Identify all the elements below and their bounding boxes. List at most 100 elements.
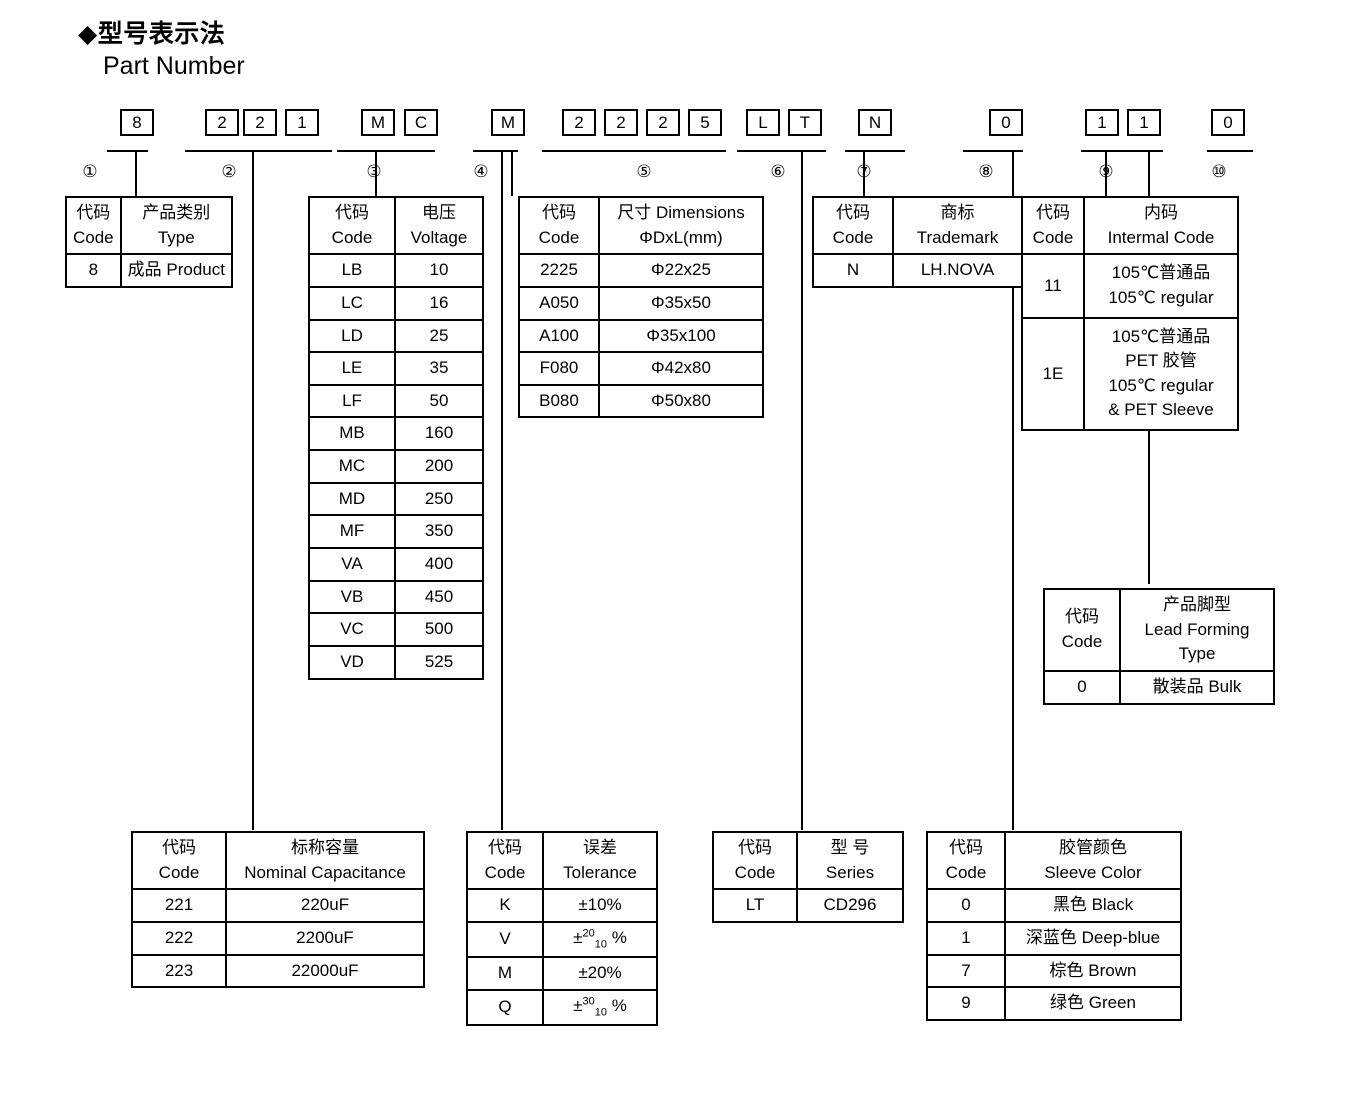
- code-char-box: 2: [243, 109, 277, 136]
- cell-value: 35: [394, 351, 484, 386]
- cell-code: VA: [308, 547, 396, 582]
- cell-code: K: [466, 888, 544, 923]
- code-char-box: T: [788, 109, 822, 136]
- table-header-row: 代码 Code 误差 Tolerance: [466, 830, 658, 891]
- cell-code: LB: [308, 253, 396, 288]
- cell-value: 25: [394, 318, 484, 354]
- table-tolerance: 代码 Code 误差 Tolerance K ±10% V ±2010 % M: [466, 830, 658, 1027]
- header-code: 代码 Code: [308, 195, 396, 256]
- code-char-box: 8: [120, 109, 154, 136]
- group-marker-8: ⑧: [978, 161, 994, 181]
- cell-code: 2225: [518, 253, 600, 288]
- code-char-box: 2: [604, 109, 638, 136]
- page-title-cn: ◆型号表示法: [78, 20, 226, 48]
- cell-code: V: [466, 920, 544, 959]
- group-bar-4: [473, 150, 518, 152]
- group-bar-8: [963, 150, 1023, 152]
- cell-code: Q: [466, 988, 544, 1027]
- cell-code: MC: [308, 449, 396, 484]
- page-title-en: Part Number: [103, 52, 245, 80]
- cell-value: Φ22x25: [598, 253, 764, 288]
- cell-code: 221: [131, 888, 227, 923]
- leader-line-2: [252, 152, 254, 830]
- table-row: V ±2010 %: [466, 920, 658, 959]
- table-series: 代码 Code 型 号 Series LT CD296: [712, 830, 904, 923]
- group-marker-2: ②: [221, 161, 237, 181]
- cell-code: N: [812, 253, 894, 288]
- cell-value: 16: [394, 285, 484, 321]
- table-trademark: 代码 Code 商标 Trademark N LH.NOVA: [812, 195, 1023, 288]
- table-header-row: 代码 Code 内码 Intermal Code: [1021, 195, 1239, 256]
- header-code: 代码 Code: [1043, 588, 1121, 672]
- cell-value: ±10%: [542, 888, 658, 923]
- cell-code: 9: [926, 986, 1006, 1021]
- leader-line-1: [135, 152, 137, 196]
- cell-code: MB: [308, 416, 396, 452]
- cell-value: 250: [394, 481, 484, 517]
- group-bar-1: [107, 150, 148, 152]
- table-row: 0 散装品 Bulk: [1043, 669, 1275, 705]
- cell-value: ±20%: [542, 956, 658, 991]
- header-code: 代码 Code: [812, 195, 894, 256]
- cell-code: M: [466, 956, 544, 991]
- cell-value: 500: [394, 612, 484, 647]
- cell-code: 223: [131, 953, 227, 989]
- code-char-box: 2: [646, 109, 680, 136]
- table-row: LT CD296: [712, 888, 904, 923]
- table-header-row: 代码 Code 商标 Trademark: [812, 195, 1023, 256]
- cell-value: 160: [394, 416, 484, 452]
- cell-code: VD: [308, 644, 396, 680]
- cell-value: 散装品 Bulk: [1119, 669, 1275, 705]
- cell-code: VB: [308, 579, 396, 615]
- table-header-row: 代码 Code 标称容量 Nominal Capacitance: [131, 830, 425, 891]
- cell-code: 0: [926, 888, 1006, 923]
- group-bar-7: [845, 150, 905, 152]
- header-capacitance: 标称容量 Nominal Capacitance: [225, 830, 425, 891]
- leader-line-9: [1105, 152, 1107, 196]
- cell-value: 50: [394, 383, 484, 419]
- header-type: 产品类别 Type: [119, 195, 233, 256]
- cell-code: 222: [131, 920, 227, 956]
- code-char-box: C: [404, 109, 438, 136]
- table-row: N LH.NOVA: [812, 253, 1023, 288]
- cell-value: 200: [394, 449, 484, 484]
- group-bar-5: [542, 150, 726, 152]
- cell-value: Φ50x80: [598, 383, 764, 419]
- header-code: 代码 Code: [131, 830, 227, 891]
- cell-value: 成品 Product: [119, 253, 233, 288]
- code-char-box: 1: [285, 109, 319, 136]
- cell-value: 400: [394, 547, 484, 582]
- table-header-row: 代码 Code 电压 Voltage: [308, 195, 484, 256]
- table-header-row: 代码 Code 胶管颜色 Sleeve Color: [926, 830, 1182, 891]
- code-char-box: 2: [205, 109, 239, 136]
- group-marker-1: ①: [82, 161, 98, 181]
- cell-value: LH.NOVA: [892, 253, 1023, 288]
- leader-line-6: [801, 152, 803, 830]
- cell-value: CD296: [796, 888, 904, 923]
- table-row: 11 105℃普通品 105℃ regular: [1021, 253, 1239, 319]
- cell-value: 黑色 Black: [1004, 888, 1182, 923]
- cell-value: Φ35x50: [598, 285, 764, 321]
- cell-code: A100: [518, 318, 600, 354]
- header-code: 代码 Code: [466, 830, 544, 891]
- code-char-box: M: [491, 109, 525, 136]
- header-code: 代码 Code: [518, 195, 600, 256]
- code-char-box: 0: [1211, 109, 1245, 136]
- group-marker-4: ④: [473, 161, 489, 181]
- cell-value: 22000uF: [225, 953, 425, 989]
